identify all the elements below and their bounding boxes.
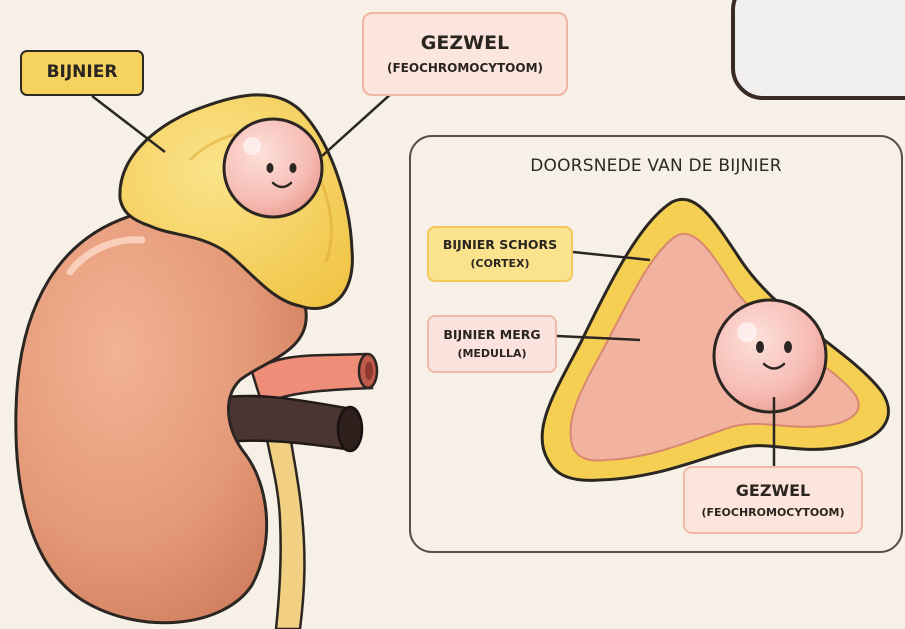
cross-section-tumor: [714, 300, 826, 412]
cross-section-title: DOORSNEDE VAN DE BIJNIER: [410, 156, 902, 176]
tumor-leader-line: [322, 92, 393, 156]
tumor-eye-right: [290, 163, 297, 173]
tumor-eye-left: [267, 163, 274, 173]
medulla-label-title: BIJNIER MERG: [443, 327, 540, 343]
medulla-label: BIJNIER MERG (MEDULLA): [427, 315, 557, 373]
tumor-label: GEZWEL (FEOCHROMOCYTOOM): [362, 12, 568, 96]
inset-tumor-label: GEZWEL (FEOCHROMOCYTOOM): [683, 466, 863, 534]
tumor-label-subtitle: (FEOCHROMOCYTOOM): [387, 61, 543, 76]
cortex-label-subtitle: (CORTEX): [471, 257, 530, 271]
inset-tumor-label-subtitle: (FEOCHROMOCYTOOM): [701, 506, 844, 520]
cortex-label-title: BIJNIER SCHORS: [443, 237, 557, 253]
medulla-label-subtitle: (MEDULLA): [457, 347, 526, 361]
adrenal-label: BIJNIER: [20, 50, 144, 96]
adrenal-leader-line: [92, 96, 165, 152]
cortex-label: BIJNIER SCHORS (CORTEX): [427, 226, 573, 282]
tumor-label-title: GEZWEL: [421, 32, 509, 56]
inset-tumor-label-title: GEZWEL: [736, 481, 810, 501]
corner-panel: [733, 0, 905, 98]
vein-opening: [338, 407, 362, 451]
adrenal-label-text: BIJNIER: [47, 62, 118, 83]
